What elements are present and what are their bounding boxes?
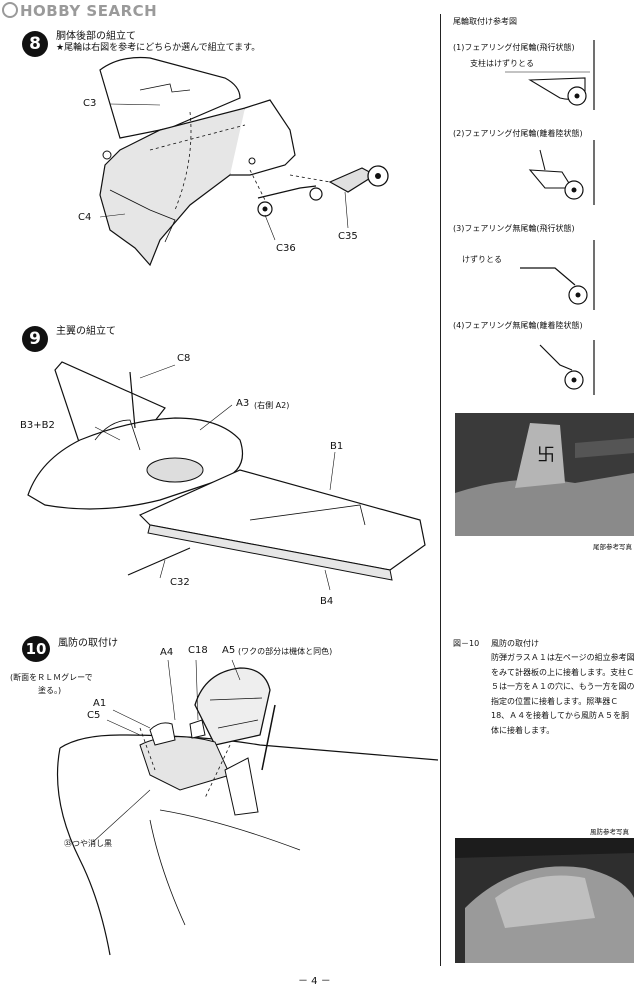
sidebar-item-1-note: 支柱はけずりとる bbox=[470, 59, 534, 68]
page-number: － 4 － bbox=[298, 976, 331, 987]
label-c32: C32 bbox=[170, 577, 190, 588]
sidebar-item-2: (2)フェアリング付尾輪(離着陸状態) bbox=[453, 129, 583, 138]
label-c8: C8 bbox=[177, 353, 191, 364]
sidebar-item-1: (1)フェアリング付尾輪(飛行状態) bbox=[453, 43, 575, 52]
step-8-number: 8 bbox=[22, 31, 48, 57]
label-c5: C5 bbox=[87, 710, 101, 721]
step-9-title: 主翼の組立て bbox=[56, 326, 116, 337]
label-c35: C35 bbox=[338, 231, 358, 242]
label-a3: A3 bbox=[236, 398, 250, 409]
fig-10-label: 図－10 bbox=[453, 639, 480, 648]
step-8-note: ★尾輪は右図を参考にどちらか選んで組立てます。 bbox=[56, 43, 261, 53]
label-b1: B1 bbox=[330, 441, 344, 452]
step-8-diagram bbox=[99, 56, 389, 267]
label-a1: A1 bbox=[93, 698, 107, 709]
label-section-note-1: (断面をＲＬＭグレーで bbox=[10, 673, 93, 682]
tail-reference-photo: 卐 bbox=[455, 413, 634, 536]
fig-10-title: 風防の取付け bbox=[491, 639, 539, 648]
label-c4: C4 bbox=[78, 212, 92, 223]
step-10-title: 風防の取付け bbox=[58, 638, 118, 649]
label-b3-b2: B3+B2 bbox=[20, 420, 55, 431]
step-10-diagram bbox=[56, 659, 439, 956]
label-b4: B4 bbox=[320, 596, 334, 607]
step-8-title: 胴体後部の組立て bbox=[56, 31, 136, 42]
label-a4: A4 bbox=[160, 647, 174, 658]
step-10-number: 10 bbox=[22, 636, 50, 662]
label-c18: C18 bbox=[188, 645, 208, 656]
svg-text:卐: 卐 bbox=[537, 445, 555, 466]
sidebar-item-4: (4)フェアリング無尾輪(離着陸状態) bbox=[453, 321, 583, 330]
sidebar-item-3-note: けずりとる bbox=[462, 255, 502, 264]
step-9-diagram bbox=[27, 361, 426, 591]
tail-photo-caption: 尾部参考写真 bbox=[593, 543, 632, 551]
watermark-logo: HOBBY SEARCH bbox=[2, 2, 157, 20]
canopy-photo-caption: 風防参考写真 bbox=[590, 828, 629, 836]
sidebar-item-3: (3)フェアリング無尾輪(飛行状態) bbox=[453, 224, 575, 233]
canopy-photo-image bbox=[455, 838, 634, 963]
label-c36: C36 bbox=[276, 243, 296, 254]
tail-wheel-diagrams bbox=[505, 40, 595, 395]
label-a2-note: (右側 A2) bbox=[254, 401, 290, 410]
label-a5: A5 bbox=[222, 645, 236, 656]
label-c3: C3 bbox=[83, 98, 97, 109]
label-matte-black: ㉝つや消し黒 bbox=[64, 839, 112, 848]
sidebar-title: 尾輪取付け参考図 bbox=[453, 17, 517, 26]
column-divider bbox=[440, 14, 441, 966]
tail-photo-image: 卐 bbox=[455, 413, 634, 536]
canopy-reference-photo bbox=[455, 838, 634, 963]
hobby-search-logo-icon bbox=[2, 2, 18, 18]
fig-10-body: 防弾ガラスＡ１は左ページの組立参考図をみて計器板の上に接着します。支柱Ｃ５は一方… bbox=[491, 653, 635, 735]
label-section-note-2: 塗る。) bbox=[38, 686, 62, 695]
step-9-number: 9 bbox=[22, 326, 48, 352]
label-frame-note: (ワクの部分は機体と同色) bbox=[238, 647, 333, 656]
